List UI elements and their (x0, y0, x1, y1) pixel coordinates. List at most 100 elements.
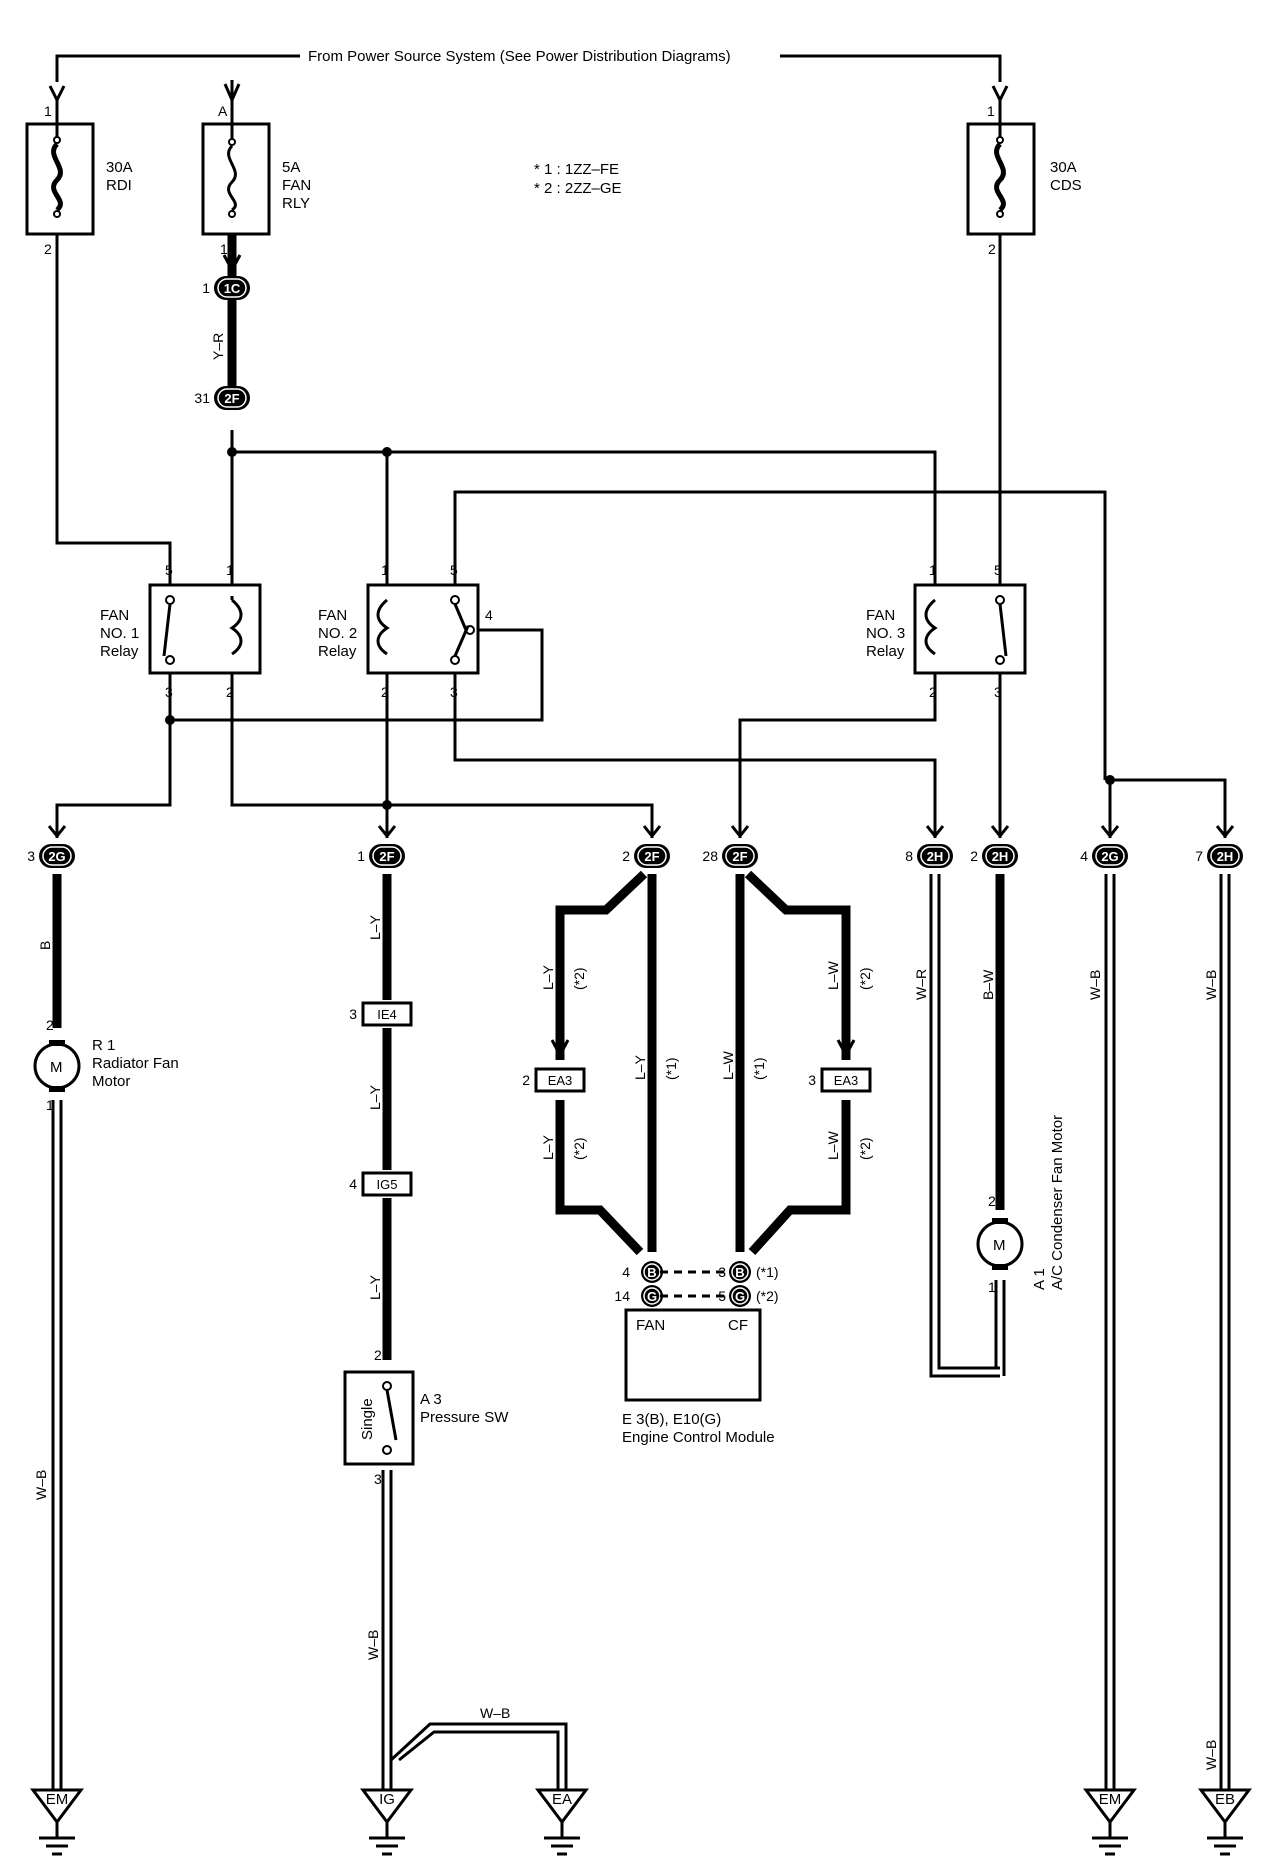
svg-text:A/C Condenser Fan Motor: A/C Condenser Fan Motor (1049, 1115, 1066, 1290)
svg-text:Single: Single (359, 1398, 376, 1440)
fuse-rdi: 1 30A RDI 2 (25, 100, 133, 257)
ground-label: IG (379, 1791, 395, 1808)
svg-text:1: 1 (226, 562, 234, 578)
svg-text:5: 5 (994, 562, 1002, 578)
svg-text:L–W: L–W (825, 960, 841, 990)
svg-text:(*2): (*2) (571, 967, 587, 990)
connector-f2_c: 2F 28 (702, 825, 758, 868)
svg-text:M: M (993, 1237, 1006, 1254)
svg-text:FAN: FAN (636, 1317, 665, 1334)
svg-text:A: A (218, 103, 228, 119)
connector-pin: 2 (622, 848, 630, 864)
svg-text:W–R: W–R (913, 969, 929, 1000)
connector-id: 2H (927, 849, 944, 864)
svg-text:(*2): (*2) (857, 967, 873, 990)
ground-label: EM (1099, 1791, 1122, 1808)
connector-f2_top: 2F 31 (194, 386, 250, 410)
svg-text:L–Y: L–Y (367, 1274, 383, 1300)
connector-ecm_b_right: B3(*1) (718, 1261, 779, 1283)
svg-text:FAN: FAN (318, 607, 347, 624)
relay-fan-no1: 5 1 FAN NO. 1 Relay 3 2 (100, 562, 262, 700)
wiring-lower: B W–B L–Y L–Y L–Y W–B W–B L–Y (*2) L–Y (… (33, 870, 1231, 1790)
connector-h2_c: 2H 7 (1195, 825, 1243, 868)
connector-pin: 2 (522, 1072, 530, 1088)
svg-text:RDI: RDI (106, 177, 132, 194)
engine-control-module: FAN CF E 3(B), E10(G) Engine Control Mod… (622, 1270, 775, 1446)
svg-text:A 3: A 3 (420, 1391, 442, 1408)
connector-id: 2F (379, 849, 394, 864)
svg-text:L–W: L–W (825, 1130, 841, 1160)
connector-f2_b: 2F 2 (622, 825, 670, 868)
connector-pin: 4 (349, 1176, 357, 1192)
svg-text:3: 3 (994, 684, 1002, 700)
relay-fan-no2: 1 5 4 FAN NO. 2 Relay 2 3 (318, 562, 493, 700)
connector-id: G (647, 1289, 657, 1304)
connector-pin: 8 (905, 848, 913, 864)
svg-text:CF: CF (728, 1317, 748, 1334)
svg-text:W–B: W–B (1203, 1740, 1219, 1770)
ground-label: EM (46, 1791, 69, 1808)
ground-label: EB (1215, 1791, 1235, 1808)
svg-text:(*2): (*2) (571, 1137, 587, 1160)
connector-pin: 3 (349, 1006, 357, 1022)
svg-text:R 1: R 1 (92, 1037, 115, 1054)
svg-text:L–Y: L–Y (632, 1054, 648, 1080)
connector-id: 2G (1101, 849, 1118, 864)
connector-h2_a: 2H 8 (905, 825, 953, 868)
radiator-motor-symbol: M (50, 1059, 63, 1076)
fuse-fan-rly: A 5A FAN RLY 1 (201, 100, 311, 257)
engine-notes: * 1 : 1ZZ–FE * 2 : 2ZZ–GE (534, 161, 622, 197)
connector-f2_a: 2F1 (357, 825, 405, 868)
connector-id: B (735, 1265, 744, 1280)
relay-fan-no3: 1 5 FAN NO. 3 Relay 2 3 (866, 562, 1027, 700)
connector-id: 2F (644, 849, 659, 864)
svg-text:(*1): (*1) (663, 1057, 679, 1080)
connector-ig5: IG5 4 (349, 1171, 413, 1197)
svg-text:2: 2 (374, 1347, 382, 1363)
wire-y-r: Y–R (210, 234, 242, 410)
ground-eb: EB (1198, 1788, 1252, 1856)
svg-text:L–Y: L–Y (367, 1084, 383, 1110)
connector-g2_left: 2G3 (27, 825, 75, 868)
connector-pin: 14 (614, 1288, 630, 1304)
svg-text:B–W: B–W (980, 969, 996, 1000)
ground-ig: IG (360, 1788, 414, 1856)
connector-pin: 31 (194, 390, 210, 406)
svg-text:30A: 30A (106, 159, 133, 176)
note-1: * 1 : 1ZZ–FE (534, 161, 619, 178)
svg-text:(*1): (*1) (751, 1057, 767, 1080)
svg-text:Engine Control Module: Engine Control Module (622, 1429, 775, 1446)
connector-pin: 28 (702, 848, 718, 864)
connector-id: 2F (224, 391, 239, 406)
connector-id: EA3 (548, 1073, 573, 1088)
connector-id: 2F (732, 849, 747, 864)
connector-id: 2H (1217, 849, 1234, 864)
svg-text:2: 2 (988, 241, 996, 257)
connector-ecm_g_right: G5(*2) (718, 1285, 779, 1307)
svg-text:(*2): (*2) (857, 1137, 873, 1160)
svg-text:FAN: FAN (100, 607, 129, 624)
svg-text:Relay: Relay (100, 643, 139, 660)
svg-text:Motor: Motor (92, 1073, 130, 1090)
svg-text:Relay: Relay (318, 643, 357, 660)
connector-h2_b: 2H2 (970, 825, 1018, 868)
connector-id: IG5 (377, 1177, 398, 1192)
svg-text:2: 2 (381, 684, 389, 700)
svg-text:Y–R: Y–R (210, 333, 226, 360)
connector-id: 2H (992, 849, 1009, 864)
connector-pin: 4 (1080, 848, 1088, 864)
svg-text:5: 5 (450, 562, 458, 578)
svg-text:1: 1 (987, 103, 995, 119)
connector-pin: 1 (202, 280, 210, 296)
connector-id: EA3 (834, 1073, 859, 1088)
connector-g2_right: 2G 4 (1080, 825, 1128, 868)
pressure-switch: 2 Single A 3 Pressure SW 3 (343, 1347, 509, 1487)
svg-text:Pressure SW: Pressure SW (420, 1409, 509, 1426)
svg-text:L–Y: L–Y (540, 1134, 556, 1160)
svg-text:E 3(B), E10(G): E 3(B), E10(G) (622, 1411, 721, 1428)
connector-id: G (735, 1289, 745, 1304)
svg-text:2: 2 (929, 684, 937, 700)
connector-pin: 7 (1195, 848, 1203, 864)
